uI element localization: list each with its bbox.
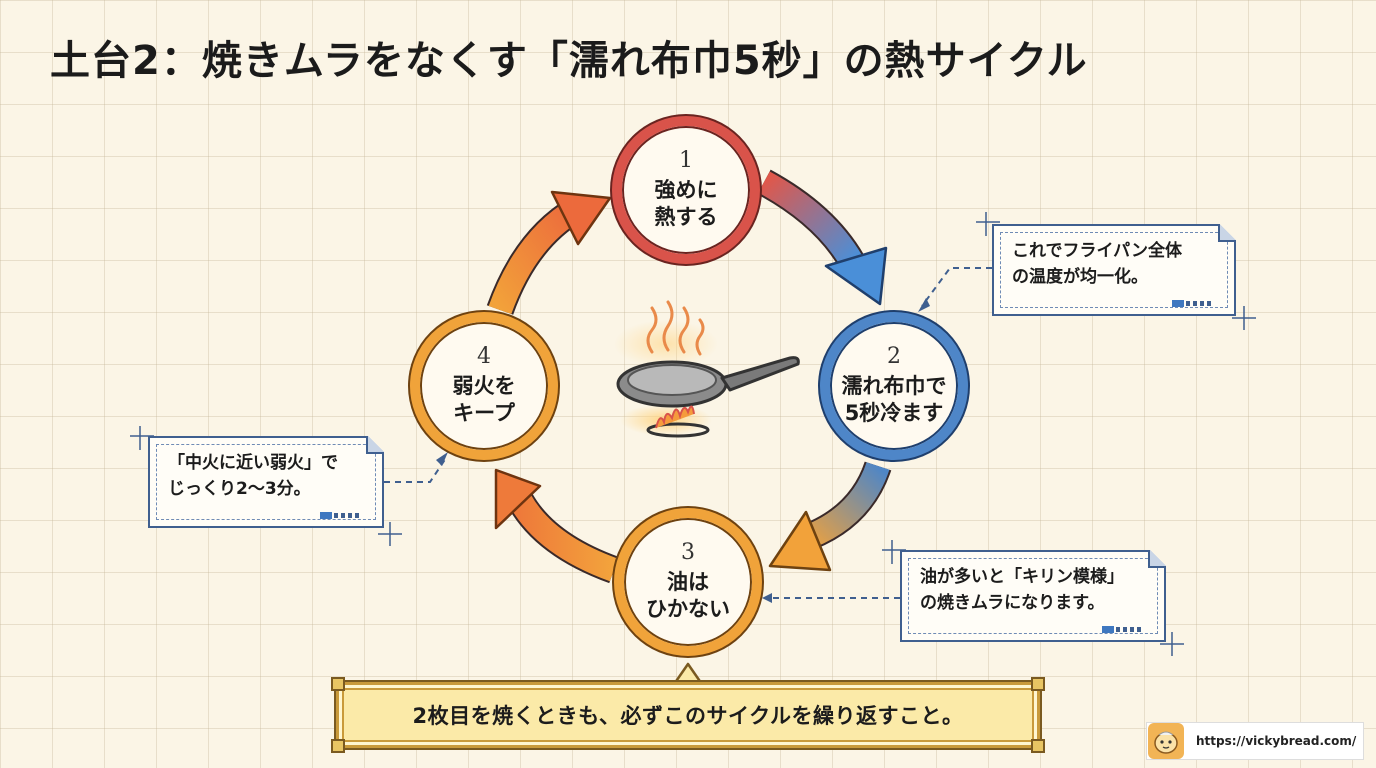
page-fold-icon bbox=[1148, 550, 1166, 568]
banner-corner bbox=[331, 677, 345, 691]
banner-corner bbox=[331, 739, 345, 753]
repeat-banner: 2枚目を焼くときも、必ずこのサイクルを繰り返すこと。 bbox=[331, 677, 1045, 753]
note-line: の焼きムラになります。 bbox=[920, 593, 1105, 614]
step-number: 3 bbox=[681, 539, 695, 565]
cycle-step-1: 1 強めに 熱する bbox=[612, 116, 760, 264]
page-fold-icon bbox=[366, 436, 384, 454]
note-line: 油が多いと「キリン模様」 bbox=[920, 567, 1124, 587]
arrow-step3-to-step4 bbox=[494, 468, 619, 584]
note-decor-bar bbox=[320, 512, 360, 519]
step-number: 2 bbox=[887, 343, 901, 369]
bread-mascot-logo-icon bbox=[1148, 723, 1184, 759]
note-connectors bbox=[384, 267, 992, 599]
arrow-step2-to-step3 bbox=[768, 461, 892, 572]
step-label-line: 油は bbox=[667, 569, 709, 594]
cycle-step-2: 2 濡れ布巾で 5秒冷ます bbox=[820, 312, 968, 460]
cycle-step-4: 4 弱火を キープ bbox=[410, 312, 558, 460]
note-decor-bar bbox=[1172, 300, 1212, 307]
step-number: 1 bbox=[679, 147, 693, 173]
step-label: 強めに 熱する bbox=[655, 177, 718, 232]
banner-text: 2枚目を焼くときも、必ずこのサイクルを繰り返すこと。 bbox=[412, 704, 964, 728]
banner-corner bbox=[1031, 677, 1045, 691]
arrow-step1-to-step2 bbox=[757, 169, 888, 306]
page-fold-icon bbox=[1218, 224, 1236, 242]
step-label: 油は ひかない bbox=[646, 569, 730, 624]
note-line: これでフライパン全体 bbox=[1012, 241, 1182, 261]
arrow-step4-to-step1 bbox=[486, 190, 612, 315]
step-label-line: ひかない bbox=[646, 597, 730, 622]
step-label-line: 5秒冷ます bbox=[844, 401, 944, 426]
banner-corner bbox=[1031, 739, 1045, 753]
site-url-link[interactable]: https://vickybread.com/ bbox=[1196, 734, 1357, 748]
step-label-line: 強めに bbox=[654, 177, 718, 202]
step-number: 4 bbox=[477, 343, 491, 369]
step-label-line: 熱する bbox=[654, 205, 718, 230]
step-label: 弱火を キープ bbox=[453, 373, 516, 428]
step-label-line: キープ bbox=[453, 401, 515, 426]
note-line: の温度が均一化。 bbox=[1012, 267, 1148, 288]
page-title: 土台2：焼きムラをなくす「濡れ布巾5秒」の熱サイクル bbox=[50, 38, 1088, 84]
note-temperature-uniform: これでフライパン全体 の温度が均一化。 bbox=[992, 224, 1236, 316]
note-decor-bar bbox=[1102, 626, 1142, 633]
step-label: 濡れ布巾で 5秒冷ます bbox=[842, 373, 947, 428]
step-label-line: 弱火を bbox=[452, 373, 516, 398]
frying-pan-on-flame-icon bbox=[614, 300, 800, 438]
cycle-step-3: 3 油は ひかない bbox=[614, 508, 762, 656]
note-line: 「中火に近い弱火」で bbox=[168, 453, 338, 473]
step-label-line: 濡れ布巾で bbox=[841, 373, 947, 398]
note-oil-warning: 油が多いと「キリン模様」 の焼きムラになります。 bbox=[900, 550, 1166, 642]
site-credit[interactable]: https://vickybread.com/ bbox=[1146, 722, 1364, 760]
note-line: じっくり2〜3分。 bbox=[168, 479, 311, 500]
note-low-heat: 「中火に近い弱火」で じっくり2〜3分。 bbox=[148, 436, 384, 528]
